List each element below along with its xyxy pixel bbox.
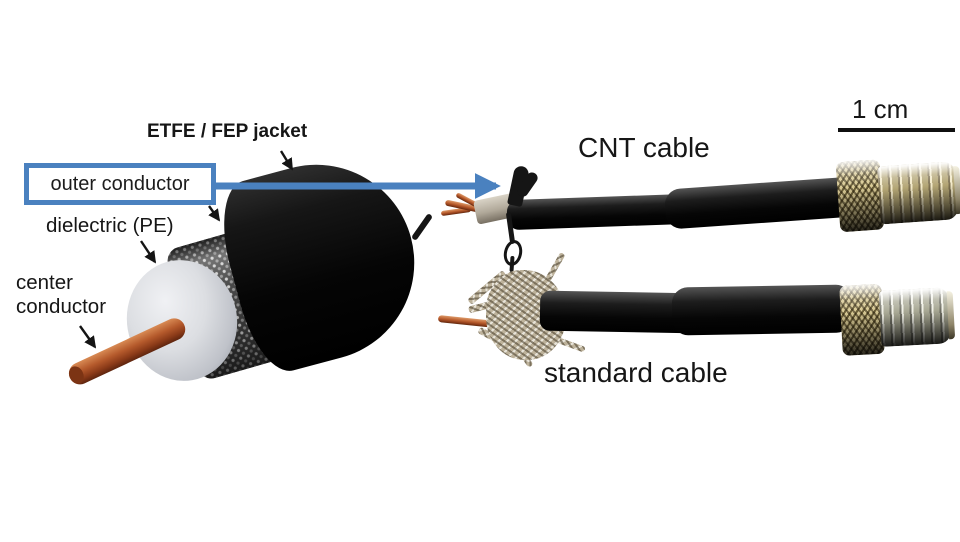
jacket-label: ETFE / FEP jacket xyxy=(147,121,308,142)
standard-cable-photo xyxy=(418,251,955,373)
standard-cable-heatshrink xyxy=(671,284,853,336)
cnt-cable-heatshrink xyxy=(663,176,859,230)
cnt-cable-photo xyxy=(410,150,960,275)
standard-cable-label: standard cable xyxy=(544,357,728,388)
dielectric-label: dielectric (PE) xyxy=(46,214,174,237)
standard-f-connector xyxy=(839,280,955,358)
scale-bar-line xyxy=(838,128,955,132)
outer-conductor-pointer-arrow-icon xyxy=(208,205,221,222)
center-conductor-pointer-arrow-icon xyxy=(79,325,97,349)
outer-conductor-callout-box: outer conductor xyxy=(24,163,216,205)
outer-conductor-label: outer conductor xyxy=(50,172,190,195)
cnt-cable-label: CNT cable xyxy=(578,132,710,163)
standard-braid-splay xyxy=(486,270,566,360)
jacket-pointer-arrow-icon xyxy=(279,150,294,171)
dielectric-pointer-arrow-icon xyxy=(140,240,156,264)
center-conductor-label: center conductor xyxy=(16,271,107,319)
cnt-f-connector xyxy=(835,152,960,239)
standard-connector-threaded-barrel xyxy=(878,287,952,347)
cnt-stray-strand xyxy=(410,212,434,242)
scale-bar-label: 1 cm xyxy=(852,94,909,124)
cnt-connector-threaded-barrel xyxy=(876,161,959,225)
cnt-cable-body xyxy=(506,193,690,231)
